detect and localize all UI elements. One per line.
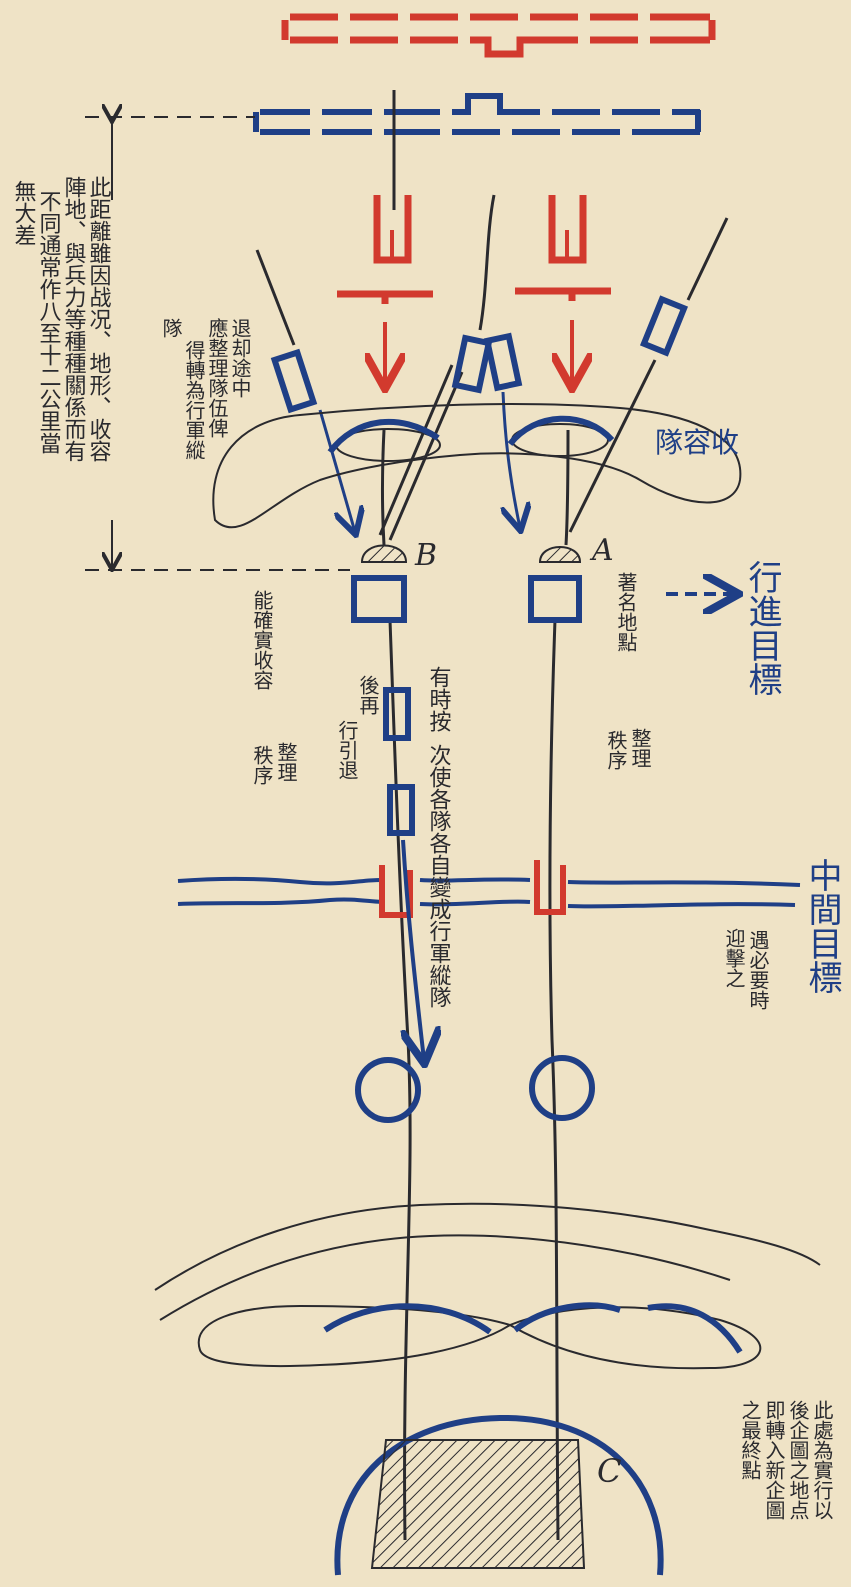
landmark-label: 著名地點 xyxy=(614,572,638,652)
distance-note-col3: 不同通常作八至十二公里當 xyxy=(36,190,62,454)
terrain-blue-arcs xyxy=(323,1302,743,1354)
river-crossing-guards xyxy=(379,860,566,918)
enemy-front-line xyxy=(281,13,716,58)
assembly-point-b xyxy=(360,544,408,563)
final-col4: 之最終點 xyxy=(738,1400,762,1480)
reception-zone xyxy=(212,403,742,529)
final-col3: 即轉入新企圖 xyxy=(762,1400,786,1520)
sometimes-col1: 有時按 xyxy=(426,666,452,732)
retreat-note-col2: 應整理隊伍俾 xyxy=(205,317,229,438)
final-col1: 此處為實行以 xyxy=(810,1400,834,1520)
point-c-label: C xyxy=(597,1452,621,1490)
intercept-col2: 迎擊之 xyxy=(722,928,746,988)
reception-arcs xyxy=(327,415,615,454)
retreat-note: 退却途中 應整理隊伍俾 得轉為行軍縱 隊 xyxy=(159,317,252,460)
circle-units xyxy=(355,1055,595,1123)
retreat-note-col1: 退却途中 xyxy=(228,318,252,398)
distance-note-col2: 陣地、與兵力等種種關係而有 xyxy=(61,176,87,462)
covering-unit-right xyxy=(515,195,611,385)
final-point-note: 此處為實行以 後企圖之地点 即轉入新企圖 之最終點 xyxy=(738,1400,834,1520)
intercept-col1: 遇必要時 xyxy=(746,930,770,1010)
march-target-label: 行進目標 xyxy=(742,560,782,696)
final-position-arc xyxy=(334,1414,664,1576)
sometimes-label: 有時按 次使各隊各自變成行軍縱隊 xyxy=(426,666,452,1008)
terrain-contours xyxy=(154,1202,821,1370)
column-arrow xyxy=(403,839,424,1060)
intercept-label: 遇必要時 迎擊之 xyxy=(722,928,770,1010)
order-left-col2: 秩序 xyxy=(250,745,274,785)
point-a-label: A xyxy=(589,533,614,568)
order-right-label: 整理 秩序 xyxy=(604,728,652,770)
secure-reception-label: 能確實收容 xyxy=(250,590,274,690)
order-right-col2: 秩序 xyxy=(604,730,628,770)
river xyxy=(177,876,801,909)
retreat-note-col3: 得轉為行軍縱 xyxy=(182,340,206,460)
distance-note-col1: 此距離雖因战况、地形、收容 xyxy=(86,176,112,462)
middle-target-label: 中間目標 xyxy=(802,858,842,994)
distance-dimension xyxy=(85,117,350,570)
sometimes-col2: 次使各隊各自變成行軍縱隊 xyxy=(426,744,452,1008)
final-col2: 後企圖之地点 xyxy=(786,1400,810,1520)
order-left-col1: 整理 xyxy=(274,742,298,782)
retreat-unit-left xyxy=(270,348,355,532)
distance-note: 此距離雖因战况、地形、收容 陣地、與兵力等種種關係而有 不同通常作八至十二公里當… xyxy=(11,176,112,462)
distance-note-col4: 無大差 xyxy=(11,180,37,246)
column-units xyxy=(351,575,582,836)
order-right-col1: 整理 xyxy=(628,728,652,768)
order-left-label: 整理 秩序 xyxy=(250,742,298,785)
withdraw-col2: 行引退 xyxy=(335,720,359,780)
point-b-label: B xyxy=(414,538,437,573)
own-front-line xyxy=(253,93,701,135)
retreat-unit-center xyxy=(451,332,520,528)
assembly-point-a xyxy=(538,546,582,563)
retreat-note-col4: 隊 xyxy=(159,318,183,338)
retreat-unit-right xyxy=(639,295,689,357)
covering-unit-left xyxy=(337,195,433,385)
final-point-c xyxy=(370,1439,586,1569)
withdraw-label: 後再 行引退 xyxy=(335,675,380,780)
withdraw-col1: 後再 xyxy=(356,675,380,715)
reception-zone-label: 隊容收 xyxy=(655,426,739,459)
